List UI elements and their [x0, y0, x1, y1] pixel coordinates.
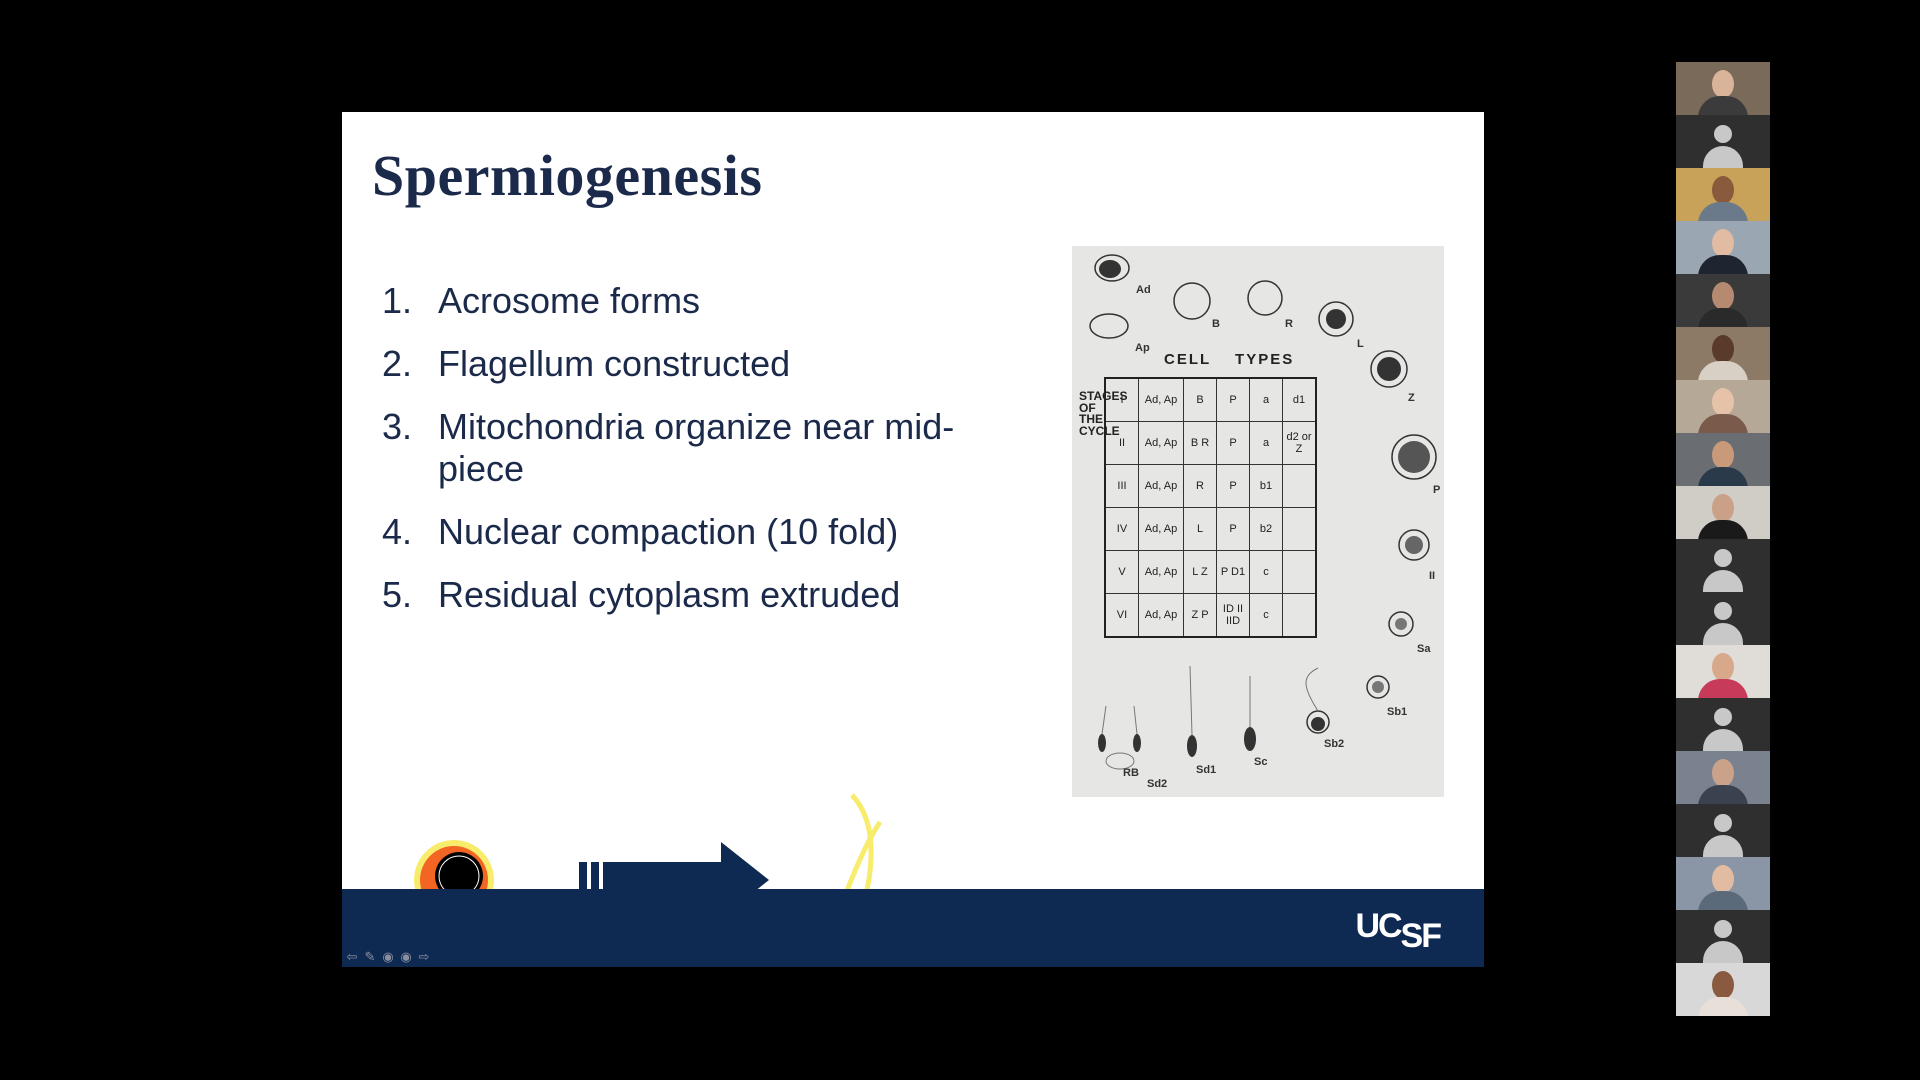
cell-label: Sa	[1417, 643, 1431, 655]
cell-label: Ad	[1136, 284, 1151, 296]
slideshow-controls: ⇦ ✎ ◉ ◉ ⇨	[344, 949, 432, 965]
list-item: 4.Nuclear compaction (10 fold)	[382, 511, 899, 552]
participant-tile[interactable]	[1676, 433, 1770, 486]
avatar-body	[1703, 570, 1743, 592]
list-item: 5.Residual cytoplasm extruded	[382, 574, 901, 615]
avatar-icon	[1714, 549, 1732, 567]
participant-body	[1698, 679, 1748, 698]
cell-label: R	[1285, 318, 1293, 330]
avatar-icon	[1714, 708, 1732, 726]
cell-label: Sd1	[1196, 764, 1217, 776]
avatar-icon	[1714, 125, 1732, 143]
participant-tile[interactable]	[1676, 751, 1770, 804]
participant-tile[interactable]	[1676, 62, 1770, 115]
prev-icon[interactable]: ⇦	[346, 949, 358, 964]
participant-face	[1712, 759, 1734, 787]
participant-body	[1698, 96, 1748, 115]
participant-face	[1712, 441, 1734, 469]
participant-face	[1712, 494, 1734, 522]
participant-face	[1712, 335, 1734, 363]
cell-label: Sb1	[1387, 706, 1408, 718]
avatar-icon	[1714, 602, 1732, 620]
avatar-body	[1703, 623, 1743, 645]
avatar-icon	[1714, 920, 1732, 938]
steps-list: 1.Acrosome forms 2.Flagellum constructed…	[382, 280, 962, 637]
ucsf-logo: UCSF	[1355, 907, 1442, 955]
avatar-icon	[1714, 814, 1732, 832]
participant-tile[interactable]	[1676, 698, 1770, 751]
list-item: 3.Mitochondria organize near mid-piece	[382, 406, 955, 489]
cell-label: Sc	[1254, 756, 1268, 768]
participant-face	[1712, 229, 1734, 257]
pen-icon[interactable]: ✎	[364, 949, 376, 964]
cell-label: P	[1433, 484, 1441, 496]
participant-face	[1712, 70, 1734, 98]
participant-face	[1712, 865, 1734, 893]
participant-tile[interactable]	[1676, 380, 1770, 433]
participant-face	[1712, 653, 1734, 681]
participant-tile[interactable]	[1676, 486, 1770, 539]
slide-footer-bar: UCSF	[342, 889, 1484, 967]
participant-tile[interactable]	[1676, 221, 1770, 274]
participant-face	[1712, 388, 1734, 416]
avatar-body	[1703, 146, 1743, 168]
cell-label: RB	[1123, 767, 1139, 779]
participant-face	[1712, 176, 1734, 204]
participant-body	[1698, 467, 1748, 486]
list-item: 1.Acrosome forms	[382, 280, 701, 321]
cell-label: L	[1357, 338, 1364, 350]
cell-types-figure: Ad Ap B R L Z P II Sa Sb1 Sb2 Sc Sd1 Sd2…	[1072, 246, 1444, 797]
stage-axis-label: STAGES OF THE CYCLE	[1079, 389, 1128, 438]
participant-body	[1698, 202, 1748, 221]
participant-body	[1698, 414, 1748, 433]
participant-body	[1698, 891, 1748, 910]
cell-label: Sd2	[1147, 778, 1168, 790]
cell-label: B	[1212, 318, 1220, 330]
cell-label: Sb2	[1324, 738, 1345, 750]
participant-tile[interactable]	[1676, 115, 1770, 168]
participant-gallery	[1676, 62, 1770, 1016]
participant-tile[interactable]	[1676, 857, 1770, 910]
avatar-body	[1703, 835, 1743, 857]
presentation-slide: Spermiogenesis 1.Acrosome forms 2.Flagel…	[342, 112, 1484, 967]
participant-tile[interactable]	[1676, 910, 1770, 963]
cell-label: Z	[1408, 392, 1415, 404]
avatar-body	[1703, 729, 1743, 751]
cell-label: II	[1429, 570, 1436, 582]
participant-body	[1698, 361, 1748, 380]
next-icon[interactable]: ⇨	[418, 949, 430, 964]
participant-tile[interactable]	[1676, 804, 1770, 857]
avatar-body	[1703, 941, 1743, 963]
list-item: 2.Flagellum constructed	[382, 343, 791, 384]
options-icon[interactable]: ◉	[382, 949, 394, 964]
zoom-icon[interactable]: ◉	[400, 949, 412, 964]
participant-tile[interactable]	[1676, 645, 1770, 698]
cell-label: Ap	[1135, 342, 1150, 354]
participant-tile[interactable]	[1676, 327, 1770, 380]
participant-tile[interactable]	[1676, 592, 1770, 645]
figure-heading: CELL TYPES	[1164, 351, 1295, 368]
participant-tile[interactable]	[1676, 274, 1770, 327]
slide-title: Spermiogenesis	[372, 143, 763, 208]
participant-face	[1712, 282, 1734, 310]
participant-body	[1698, 785, 1748, 804]
participant-body	[1698, 997, 1748, 1016]
participant-tile[interactable]	[1676, 168, 1770, 221]
participant-face	[1712, 971, 1734, 999]
participant-tile[interactable]	[1676, 963, 1770, 1016]
cell-drawings	[1089, 254, 1437, 770]
participant-body	[1698, 255, 1748, 274]
participant-body	[1698, 520, 1748, 539]
participant-body	[1698, 308, 1748, 327]
participant-tile[interactable]	[1676, 539, 1770, 592]
